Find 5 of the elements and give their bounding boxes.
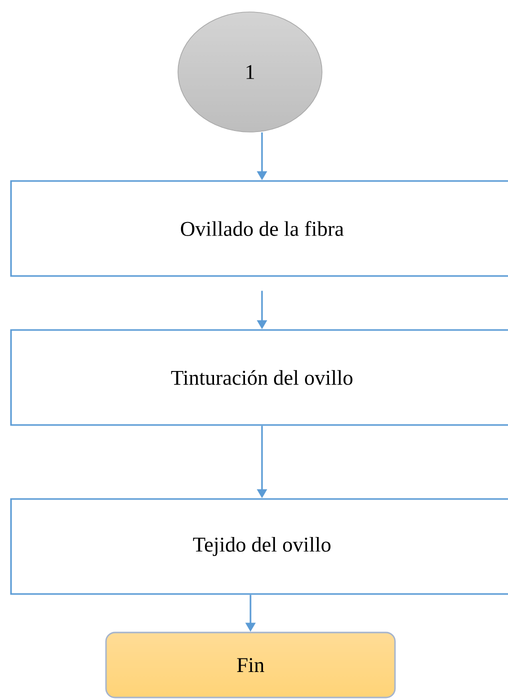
end-box: Fin	[105, 632, 396, 698]
ellipse-node: 1	[178, 12, 322, 132]
process-box: Tinturación del ovillo	[10, 329, 508, 426]
process-box: Tejido del ovillo	[10, 498, 508, 595]
process-box: Ovillado de la fibra	[10, 180, 508, 277]
